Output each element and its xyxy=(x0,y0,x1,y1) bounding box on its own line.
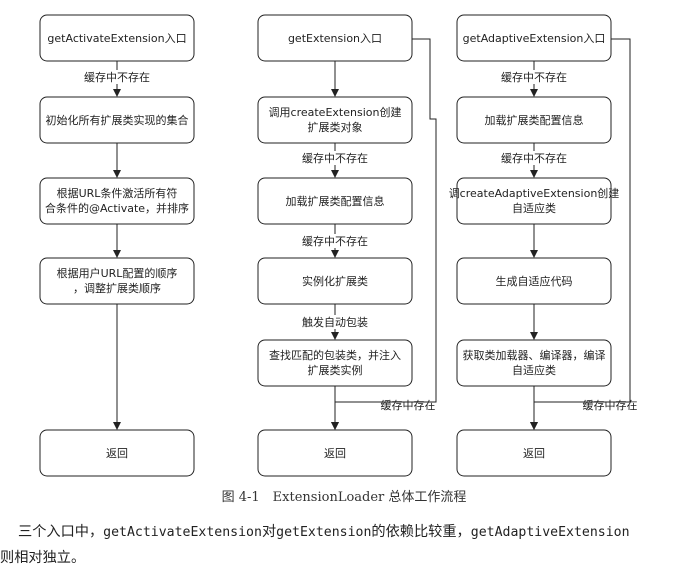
edge-c2-cache-hit-loop xyxy=(331,38,437,430)
flowchart-diagram: getActivateExtension入口 初始化所有扩展类实现的集合 根据U… xyxy=(39,14,638,477)
column-get-activate-extension: getActivateExtension入口 初始化所有扩展类实现的集合 根据U… xyxy=(39,14,195,477)
edge-label-c3-not-in-cache-1: 缓存中不存在 xyxy=(501,70,567,84)
figure-caption: 图 4-1 ExtensionLoader 总体工作流程 xyxy=(221,490,467,505)
edge-label-c2-not-in-cache-2: 缓存中不存在 xyxy=(302,234,368,248)
node-get-classloader-compiler xyxy=(456,339,612,387)
svg-text:缓存中不存在: 缓存中不存在 xyxy=(501,151,567,165)
svg-text:缓存中存在: 缓存中存在 xyxy=(583,398,638,412)
body-text-1: 三个入口中， xyxy=(18,524,104,540)
node-generate-adaptive-code-label: 生成自适应代码 xyxy=(496,274,573,288)
node-activate-by-url xyxy=(39,177,195,225)
node-find-wrapper-class-label: 查找匹配的包装类，并注入扩展类实例 xyxy=(269,348,401,377)
svg-text:getAdaptiveExtension入口: getAdaptiveExtension入口 xyxy=(463,32,606,45)
svg-text:返回: 返回 xyxy=(324,447,346,460)
node-create-extension-label: 调用createExtension创建扩展类对象 xyxy=(269,105,402,134)
svg-text:getExtension入口: getExtension入口 xyxy=(288,32,382,45)
node-init-extension-collection-label: 初始化所有扩展类实现的集合 xyxy=(46,113,189,127)
svg-text:缓存中不存在: 缓存中不存在 xyxy=(302,234,368,248)
node-create-adaptive-extension xyxy=(456,177,612,225)
node-load-extension-config-2-label: 加载扩展类配置信息 xyxy=(286,194,385,208)
svg-text:getActivateExtension入口: getActivateExtension入口 xyxy=(47,32,186,45)
body-code-get-adaptive: getAdaptiveExtension xyxy=(470,525,630,540)
svg-text:缓存中不存在: 缓存中不存在 xyxy=(501,70,567,84)
svg-text:返回: 返回 xyxy=(106,447,128,460)
body-code-get-extension: getExtension xyxy=(276,525,372,540)
svg-text:缓存中存在: 缓存中存在 xyxy=(381,398,436,412)
column-get-adaptive-extension: getAdaptiveExtension入口 加载扩展类配置信息 调create… xyxy=(449,14,638,477)
node-load-extension-config-3-label: 加载扩展类配置信息 xyxy=(485,113,584,127)
svg-text:返回: 返回 xyxy=(523,447,545,460)
node-get-extension-entry-label: getExtension入口 xyxy=(288,32,382,45)
node-get-classloader-compiler-label: 获取类加载器、编译器，编译自适应类 xyxy=(463,348,606,377)
node-reorder-by-user-config-label: 根据用户URL配置的顺序，调整扩展类顺序 xyxy=(57,266,178,295)
node-create-adaptive-extension-label: 调createAdaptiveExtension创建自适应类 xyxy=(449,186,620,215)
body-paragraph-line-2: 则相对独立。 xyxy=(0,550,86,566)
svg-text:缓存中不存在: 缓存中不存在 xyxy=(84,70,150,84)
node-return-3-label: 返回 xyxy=(523,447,545,460)
body-code-get-activate: getActivateExtension xyxy=(103,525,262,540)
edge-label-c2-auto-wrap: 触发自动包装 xyxy=(302,315,368,329)
edge-label-c2-not-in-cache-1: 缓存中不存在 xyxy=(302,151,368,165)
svg-text:初始化所有扩展类实现的集合: 初始化所有扩展类实现的集合 xyxy=(46,113,189,127)
edge-c3-cache-hit-loop xyxy=(530,38,631,430)
svg-text:触发自动包装: 触发自动包装 xyxy=(302,315,368,329)
node-create-extension xyxy=(257,96,413,144)
body-paragraph-line-1: 三个入口中，getActivateExtension对getExtension的… xyxy=(18,521,630,541)
edge-label-c2-in-cache: 缓存中存在 xyxy=(381,398,436,412)
node-return-1 xyxy=(39,429,195,477)
body-text-2: 对 xyxy=(261,524,277,540)
body-text-3: 的依赖比较重， xyxy=(371,524,471,540)
edge-label-c3-not-in-cache-2: 缓存中不存在 xyxy=(501,151,567,165)
node-return-2-label: 返回 xyxy=(324,447,346,460)
svg-text:生成自适应代码: 生成自适应代码 xyxy=(496,274,573,288)
node-return-1-label: 返回 xyxy=(106,447,128,460)
node-instantiate-extension-label: 实例化扩展类 xyxy=(302,274,368,288)
edge-label-c3-in-cache: 缓存中存在 xyxy=(583,398,638,412)
edge-label-c1-not-in-cache: 缓存中不存在 xyxy=(84,70,150,84)
svg-text:实例化扩展类: 实例化扩展类 xyxy=(302,274,368,288)
node-get-activate-entry-label: getActivateExtension入口 xyxy=(47,32,186,45)
node-activate-by-url-label: 根据URL条件激活所有符合条件的@Activate，并排序 xyxy=(45,186,189,215)
node-reorder-by-user-config xyxy=(39,257,195,305)
node-return-2 xyxy=(257,429,413,477)
svg-text:缓存中不存在: 缓存中不存在 xyxy=(302,151,368,165)
node-find-wrapper-class xyxy=(257,339,413,387)
svg-text:加载扩展类配置信息: 加载扩展类配置信息 xyxy=(286,194,385,208)
node-return-3 xyxy=(456,429,612,477)
column-get-extension: getExtension入口 调用createExtension创建扩展类对象 … xyxy=(257,14,437,477)
svg-text:加载扩展类配置信息: 加载扩展类配置信息 xyxy=(485,113,584,127)
node-get-adaptive-entry-label: getAdaptiveExtension入口 xyxy=(463,32,606,45)
